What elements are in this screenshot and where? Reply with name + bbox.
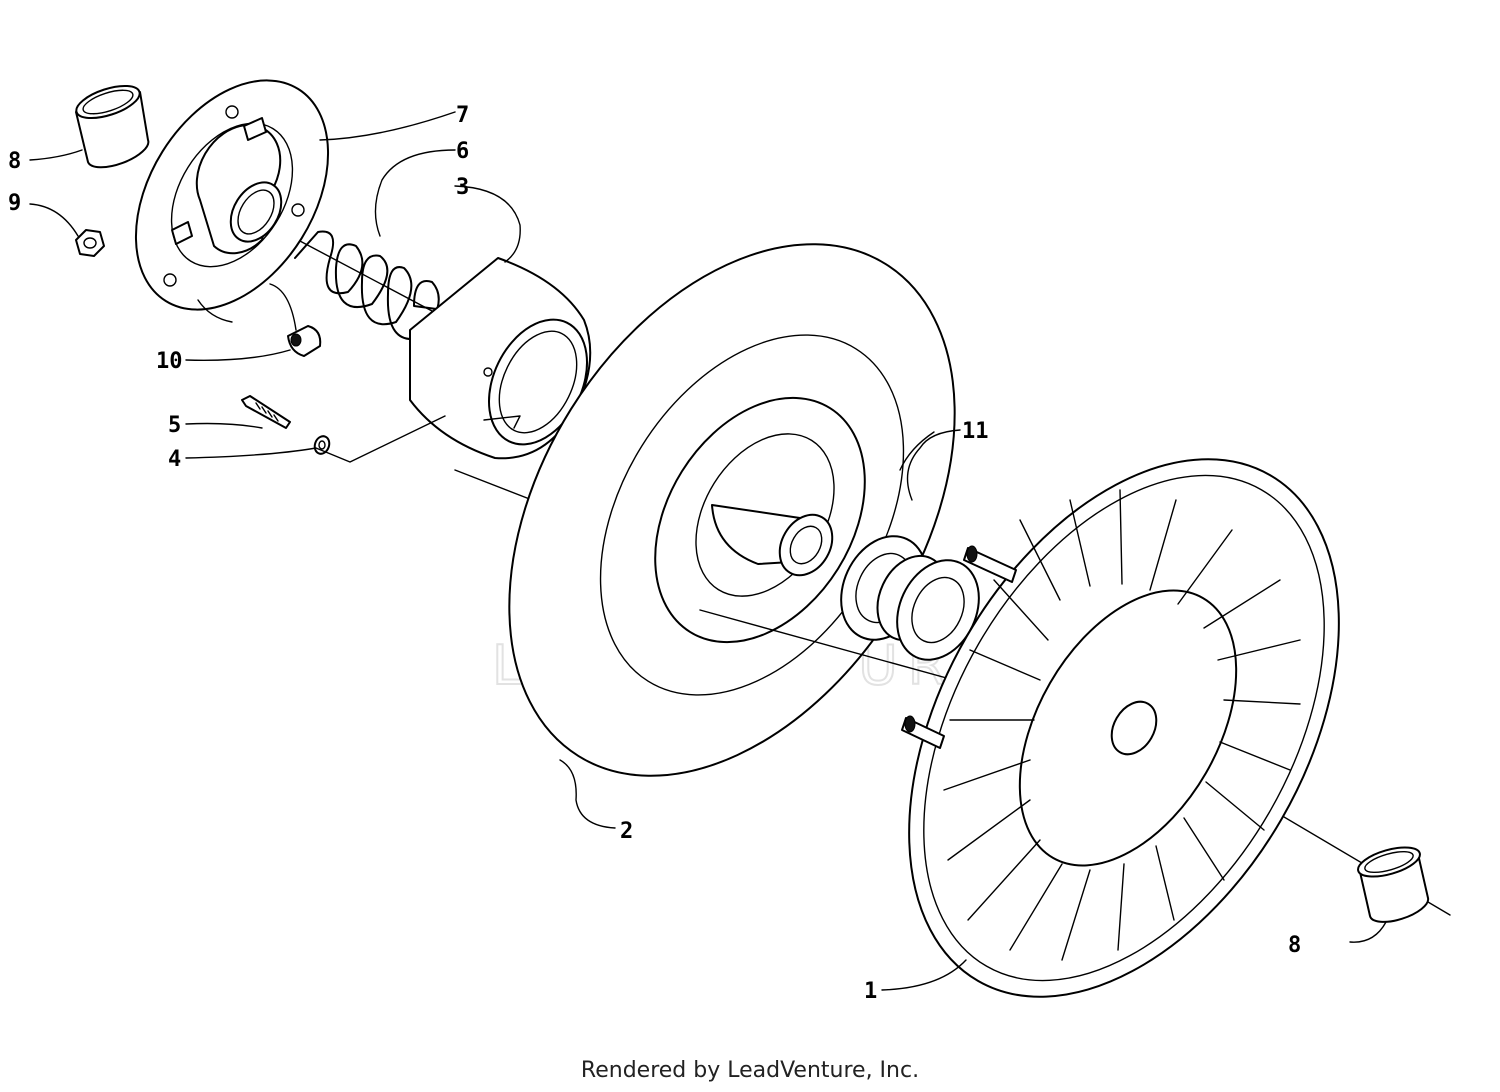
bushing-bottom <box>1357 846 1430 923</box>
callout-1: 1 <box>864 979 877 1004</box>
sliding-sheave <box>508 243 991 777</box>
bushing-top <box>75 84 150 169</box>
hex-nut <box>75 229 105 257</box>
callout-9: 9 <box>8 191 21 216</box>
callout-leaders <box>29 111 1387 991</box>
footer-credit: Rendered by LeadVenture, Inc. <box>580 1058 920 1083</box>
sheave-ribs <box>943 489 1301 961</box>
ramp-plate <box>134 79 330 311</box>
callout-2: 2 <box>620 819 633 844</box>
callout-3: 3 <box>456 175 469 200</box>
helix-cam <box>409 257 592 460</box>
callout-10: 10 <box>156 349 183 374</box>
callout-7: 7 <box>456 103 469 128</box>
screw-bolt <box>241 395 291 429</box>
mounting-studs <box>901 545 1017 749</box>
callout-11: 11 <box>962 419 989 444</box>
callout-4: 4 <box>168 447 181 472</box>
callout-6: 6 <box>456 139 469 164</box>
callout-8-top: 8 <box>8 149 21 174</box>
ramp-button <box>287 325 322 357</box>
fixed-sheave <box>901 458 1340 998</box>
callout-8-bottom: 8 <box>1288 933 1301 958</box>
spring-seat-washers <box>840 535 980 661</box>
callout-5: 5 <box>168 413 181 438</box>
